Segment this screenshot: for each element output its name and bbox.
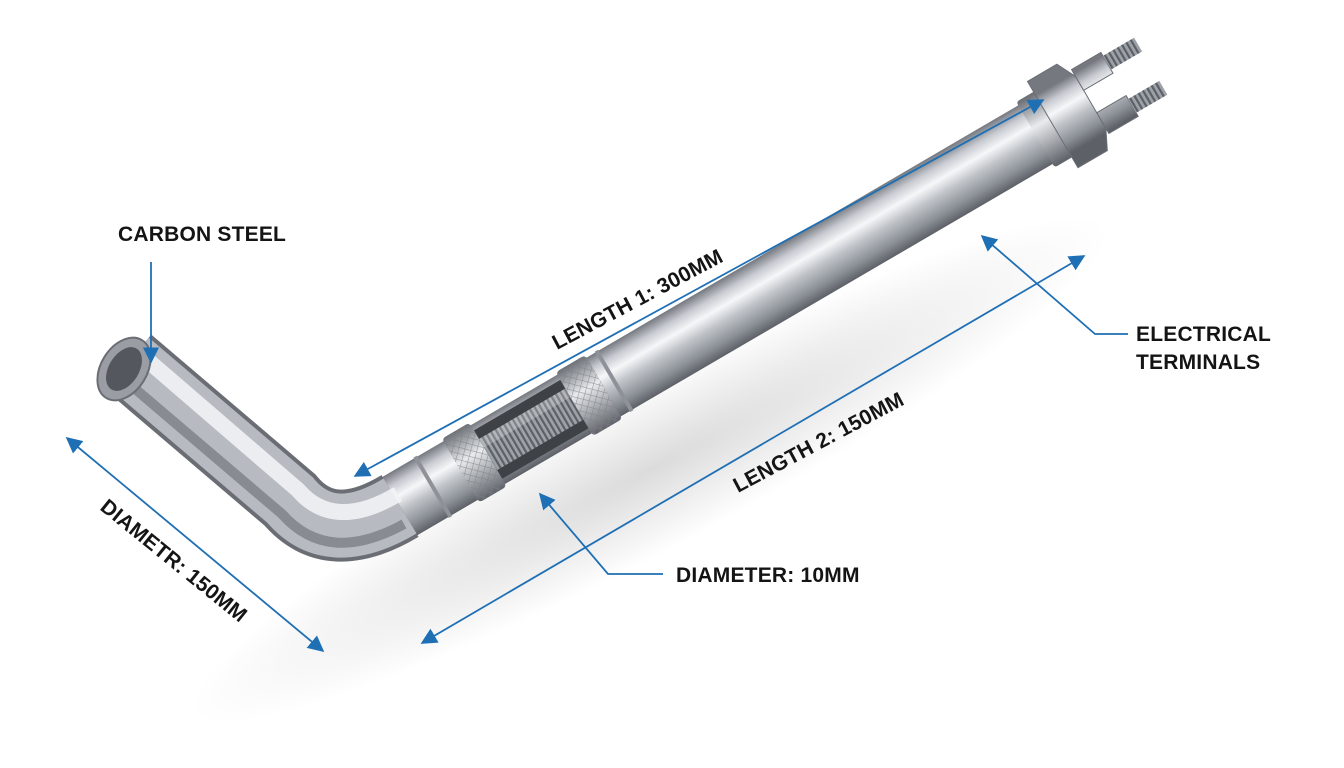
terminal-studs: [1070, 37, 1168, 135]
terminals-pointer: [980, 234, 1128, 335]
floor-shadow: [189, 215, 1111, 725]
diameter-outer-label: DIAMETR: 150MM: [96, 495, 251, 627]
terminals-label-line2: TERMINALS: [1136, 351, 1260, 374]
terminals-label-line1: ELECTRICAL: [1136, 323, 1271, 346]
diameter-outer-dimension: [65, 436, 325, 653]
diameter-inner-pointer: [538, 492, 663, 575]
diameter-inner-label: DIAMETER: 10MM: [676, 564, 860, 587]
dimension-lines: [65, 99, 1128, 653]
material-label: CARBON STEEL: [118, 223, 286, 246]
length2-dimension: [420, 255, 1086, 644]
